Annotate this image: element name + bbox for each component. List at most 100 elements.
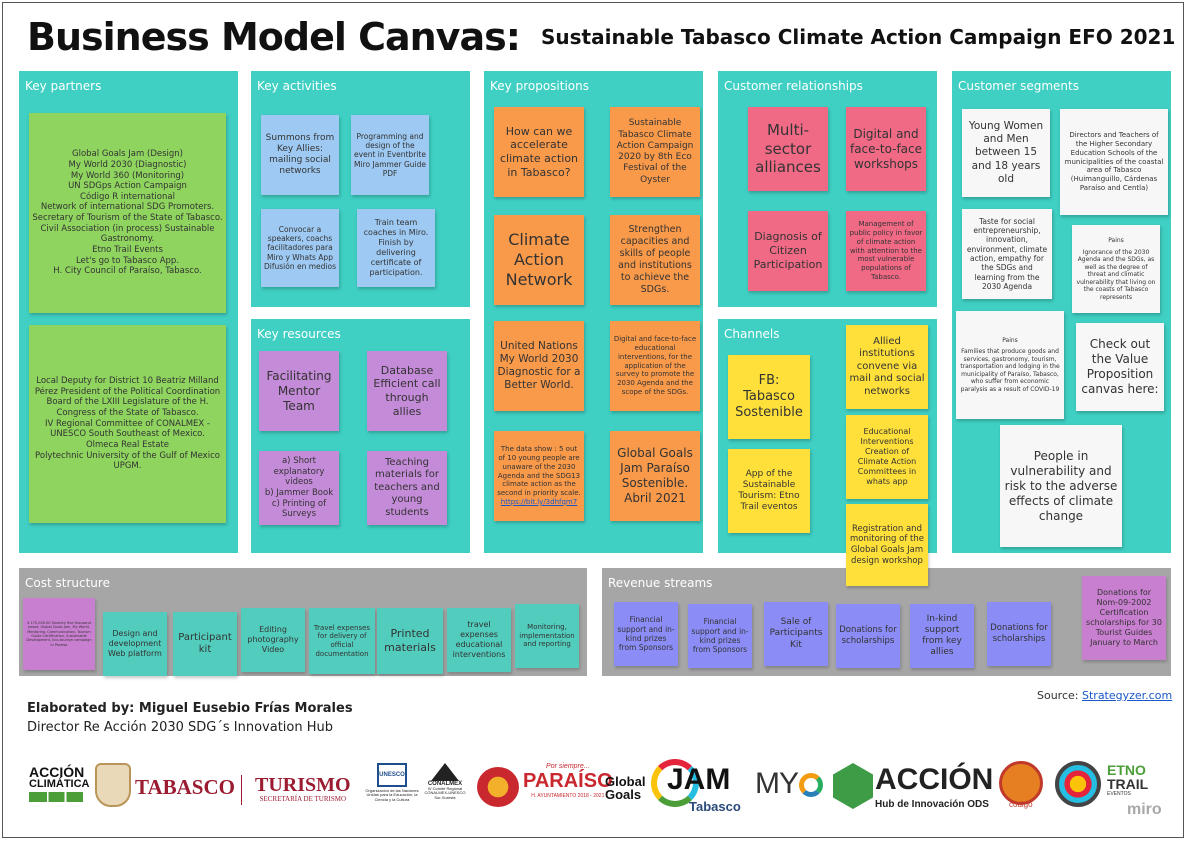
sticky-note[interactable]: Database Efficient call through allies: [367, 351, 447, 431]
sticky-note[interactable]: Sale of Participants Kit: [764, 602, 828, 666]
sticky-note[interactable]: Editing photography Video: [241, 608, 305, 672]
section-key-activities: Key activities Summons from Key Allies: …: [251, 71, 470, 307]
paraiso-emblem-icon: [477, 767, 519, 807]
sticky-note[interactable]: Participant kit: [173, 612, 237, 676]
sticky-note[interactable]: Diagnosis of Citizen Participation: [748, 211, 828, 291]
sticky-note[interactable]: Global Goals Jam Paraíso Sostenible. Abr…: [610, 431, 700, 521]
sticky-note[interactable]: Travel expenses for delivery of official…: [309, 608, 375, 674]
author-role: Director Re Acción 2030 SDG´s Innovation…: [27, 720, 334, 735]
logo-text: Organización de las Naciones Unidas para…: [365, 788, 419, 802]
logo-text: TURISMO: [255, 774, 351, 796]
sticky-note[interactable]: Management of public policy in favor of …: [846, 211, 926, 291]
logo-text: Por siempre...: [546, 763, 590, 770]
global-goals-logo: Global Goals: [605, 775, 645, 801]
section-revenue-streams: Revenue streams Financial support and in…: [602, 568, 1171, 676]
etno-trail-logo: ETNO TRAIL EVENTOS: [1107, 763, 1148, 797]
sticky-note[interactable]: Strengthen capacities and skills of peop…: [610, 215, 700, 305]
page-subtitle: Sustainable Tabasco Climate Action Campa…: [541, 25, 1176, 49]
sticky-note[interactable]: Directors and Teachers of the Higher Sec…: [1060, 109, 1168, 215]
logo-text: CONALMEX: [427, 781, 463, 787]
note-title: Pains: [1108, 237, 1124, 244]
section-customer-relationships: Customer relationships Multi-sector alli…: [718, 71, 937, 307]
sticky-note[interactable]: Financial support and in-kind prizes fro…: [614, 602, 678, 666]
turismo-logo: TURISMO SECRETARÍA DE TURISMO: [255, 775, 351, 803]
section-title: Revenue streams: [608, 576, 713, 590]
sticky-note[interactable]: Local Deputy for District 10 Beatriz Mil…: [29, 325, 226, 523]
note-text: The data show : 5 out of 10 young people…: [497, 445, 581, 498]
sticky-note[interactable]: Pains Families that produce goods and se…: [956, 311, 1064, 419]
sticky-note[interactable]: Donations for Nom-09-2002 Certification …: [1082, 576, 1166, 660]
sticky-note[interactable]: In-kind support from key allies: [910, 604, 974, 668]
tabasco-logo: TABASCO: [135, 775, 235, 799]
sticky-note[interactable]: $ 175,000.00 Seventy five thousand pesos…: [23, 598, 95, 670]
logo-text: CLIMÁTICA: [29, 778, 90, 790]
sticky-note[interactable]: Climate Action Network: [494, 215, 584, 305]
source-credit: Source: Strategyzer.com: [1037, 689, 1172, 702]
sticky-note[interactable]: United Nations My World 2030 Diagnostic …: [494, 321, 584, 411]
sticky-note[interactable]: Pains Ignorance of the 2030 Agenda and t…: [1072, 225, 1160, 313]
note-text: Ignorance of the 2030 Agenda and the SDG…: [1076, 248, 1156, 301]
sticky-note[interactable]: a) Short explanatory videos b) Jammer Bo…: [259, 451, 339, 525]
accion-hub-logo: ACCIÓN: [875, 763, 994, 796]
sticky-note[interactable]: Financial support and in-kind prizes fro…: [688, 604, 752, 668]
sticky-note[interactable]: Multi-sector alliances: [748, 107, 828, 191]
source-label: Source:: [1037, 689, 1079, 702]
sticky-note[interactable]: Train team coaches in Miro. Finish by de…: [357, 209, 435, 287]
section-title: Customer relationships: [724, 79, 863, 93]
conalmex-logo: CONALMEX IV Comité Regional CONALMEX-UNE…: [421, 763, 469, 800]
unesco-temple-icon: UNESCO: [377, 763, 407, 787]
sticky-note[interactable]: Registration and monitoring of the Globa…: [846, 504, 928, 586]
section-title: Cost structure: [25, 576, 110, 590]
sticky-note[interactable]: Young Women and Men between 15 and 18 ye…: [962, 109, 1050, 197]
note-link[interactable]: https://bit.ly/3dhfqm7: [500, 497, 578, 506]
sticky-note[interactable]: Design and development Web platform: [103, 612, 167, 676]
sticky-note[interactable]: How can we accelerate climate action in …: [494, 107, 584, 197]
sticky-note[interactable]: Facilitating Mentor Team: [259, 351, 339, 431]
section-title: Key activities: [257, 79, 337, 93]
sticky-note[interactable]: Printed materials: [377, 608, 443, 674]
logo-text: EVENTOS: [1107, 791, 1131, 797]
logo-text: TRAIL: [1107, 776, 1149, 792]
accion-climatica-logo: ACCIÓN CLIMÁTICA: [29, 764, 90, 802]
sticky-note[interactable]: Monitoring, implementation and reporting: [515, 604, 579, 668]
sticky-note[interactable]: Digital and face-to-face educational int…: [610, 321, 700, 411]
pyramid-icon: [431, 763, 459, 781]
sticky-note[interactable]: Taste for social entrepreneurship, innov…: [962, 209, 1052, 299]
sticky-note[interactable]: Convocar a speakers, coachs facilitadore…: [261, 209, 339, 287]
source-link[interactable]: Strategyzer.com: [1082, 689, 1173, 702]
logo-text: Goals: [605, 787, 642, 802]
sticky-note[interactable]: Teaching materials for teachers and youn…: [367, 451, 447, 525]
sticky-note[interactable]: Summons from Key Allies: mailing social …: [261, 115, 339, 195]
sticky-note[interactable]: Programming and design of the event in E…: [351, 115, 429, 195]
sticky-note[interactable]: Donations for scholarships: [836, 604, 900, 668]
jam-tabasco-text: Tabasco: [689, 799, 741, 814]
logo-text: Global: [605, 774, 646, 789]
unesco-logo: UNESCO Organización de las Naciones Unid…: [361, 763, 423, 802]
sticky-note[interactable]: travel expenses educational intervention…: [447, 608, 511, 672]
sticky-note[interactable]: Educational Interventions Creation of Cl…: [846, 415, 928, 499]
sticky-note[interactable]: Digital and face-to-face workshops: [846, 107, 926, 191]
codigo-logo: código: [1009, 800, 1033, 809]
sticky-note[interactable]: App of the Sustainable Tourism: Etno Tra…: [728, 449, 810, 533]
sticky-note[interactable]: Sustainable Tabasco Climate Action Campa…: [610, 107, 700, 197]
jam-logo: JAM: [667, 763, 731, 796]
re-accion-hex-icon: [833, 763, 873, 809]
sticky-note[interactable]: FB: Tabasco Sostenible: [728, 355, 810, 439]
note-text: Families that produce goods and services…: [960, 348, 1060, 393]
sticky-note[interactable]: Global Goals Jam (Design) My World 2030 …: [29, 113, 226, 313]
logo-text: PARAÍSO: [523, 770, 613, 792]
logo-text: H. AYUNTAMIENTO 2018 - 2021: [531, 793, 605, 799]
sdg-wheel-icon: [651, 759, 699, 807]
tabasco-seal-icon: [95, 763, 131, 807]
section-key-resources: Key resources Facilitating Mentor Team D…: [251, 319, 470, 553]
sticky-note[interactable]: Donations for scholarships: [987, 602, 1051, 666]
etno-trail-icon: [1055, 761, 1101, 807]
logo-text: ACCIÓN: [29, 764, 85, 780]
sticky-note[interactable]: People in vulnerability and risk to the …: [1000, 425, 1122, 547]
section-title: Key partners: [25, 79, 102, 93]
sticky-note[interactable]: Check out the Value Proposition canvas h…: [1076, 323, 1164, 411]
sticky-note[interactable]: Allied institutions convene via mail and…: [846, 325, 928, 409]
sticky-note[interactable]: The data show : 5 out of 10 young people…: [494, 431, 584, 521]
my-world-ring-icon: [799, 773, 823, 797]
